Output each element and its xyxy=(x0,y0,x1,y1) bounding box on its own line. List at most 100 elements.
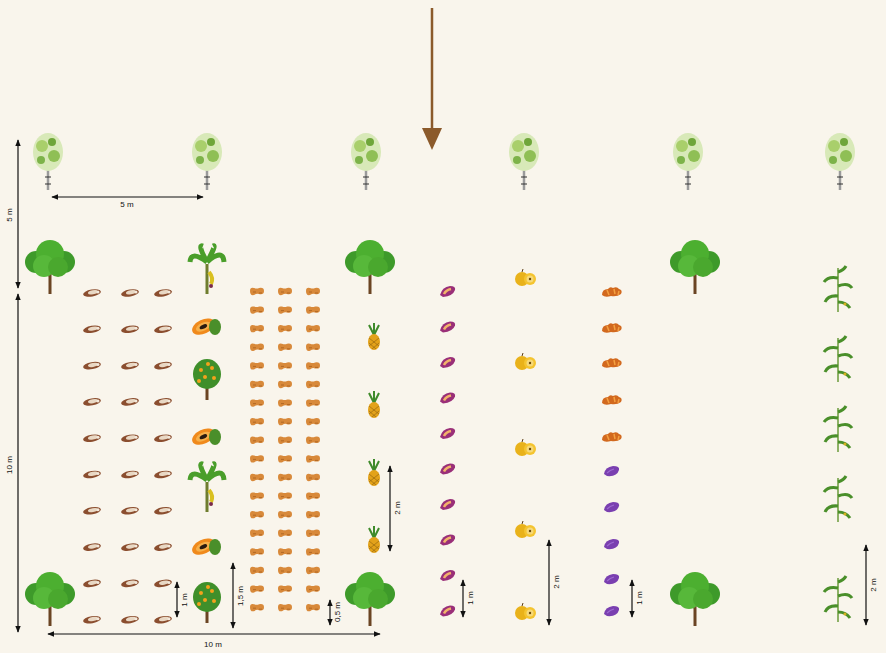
bigtree-icon xyxy=(670,240,720,294)
peanut-icon xyxy=(306,474,320,481)
peanut-icon xyxy=(250,288,264,295)
peanut-icon xyxy=(278,381,292,388)
peanut-icon xyxy=(306,344,320,351)
turmeric-icon xyxy=(602,323,622,333)
peanut-icon xyxy=(306,604,320,611)
pineapple-icon xyxy=(368,323,380,350)
plants xyxy=(25,133,855,626)
peanut-icon xyxy=(278,344,292,351)
purple-icon xyxy=(604,606,619,616)
peanut-icon xyxy=(250,455,264,462)
passion-icon xyxy=(515,439,536,456)
cassava-icon xyxy=(83,578,102,588)
peanut-icon xyxy=(278,492,292,499)
orangetree-icon xyxy=(193,582,221,623)
peanut-icon xyxy=(278,585,292,592)
peanut-icon xyxy=(278,530,292,537)
dimension-label: 2 m xyxy=(552,574,562,589)
papaya-icon xyxy=(190,535,221,558)
birch-icon xyxy=(33,133,63,190)
cassava-icon xyxy=(83,361,102,371)
peanut-icon xyxy=(278,511,292,518)
cassava-icon xyxy=(121,615,140,625)
dimension-lines xyxy=(18,140,866,634)
peanut-icon xyxy=(250,604,264,611)
peanut-icon xyxy=(306,455,320,462)
orangetree-icon xyxy=(193,359,221,400)
peanut-icon xyxy=(306,399,320,406)
birch-icon xyxy=(192,133,222,190)
cassava-icon xyxy=(154,361,173,371)
sweetred-icon xyxy=(440,606,455,617)
peanut-icon xyxy=(278,399,292,406)
peanut-icon xyxy=(278,437,292,444)
dimension-label: 1 m xyxy=(466,590,476,605)
peanut-icon xyxy=(250,511,264,518)
cassava-icon xyxy=(83,615,102,625)
peanut-icon xyxy=(250,585,264,592)
birch-icon xyxy=(509,133,539,190)
sweetred-icon xyxy=(440,428,455,439)
cassava-icon xyxy=(83,542,102,552)
cassava-icon xyxy=(154,469,173,479)
banana-icon xyxy=(190,246,224,294)
peanut-icon xyxy=(306,585,320,592)
bigtree-icon xyxy=(670,572,720,626)
birch-icon xyxy=(351,133,381,190)
sweetred-icon xyxy=(440,535,455,546)
birch-icon xyxy=(825,133,855,190)
cassava-icon xyxy=(121,324,140,334)
passion-icon xyxy=(515,521,536,538)
peanut-icon xyxy=(306,548,320,555)
peanut-icon xyxy=(250,344,264,351)
peanut-icon xyxy=(250,492,264,499)
dimension-label: 0,5 m xyxy=(333,601,343,623)
turmeric-icon xyxy=(602,287,622,297)
cassava-icon xyxy=(121,433,140,443)
stalk-icon xyxy=(824,406,852,452)
turmeric-icon xyxy=(602,432,622,442)
bigtree-icon xyxy=(345,240,395,294)
peanut-icon xyxy=(306,288,320,295)
cassava-icon xyxy=(121,469,140,479)
papaya-icon xyxy=(190,425,221,448)
peanut-icon xyxy=(306,437,320,444)
pineapple-icon xyxy=(368,459,380,486)
dimension-label: 1 m xyxy=(635,590,645,605)
bigtree-icon xyxy=(25,572,75,626)
purple-icon xyxy=(604,502,619,512)
passion-icon xyxy=(515,603,536,620)
cassava-icon xyxy=(154,615,173,625)
dimension-label: 2 m xyxy=(393,500,403,515)
cassava-icon xyxy=(121,542,140,552)
peanut-icon xyxy=(278,288,292,295)
peanut-icon xyxy=(306,362,320,369)
peanut-icon xyxy=(306,511,320,518)
papaya-icon xyxy=(190,315,221,338)
peanut-icon xyxy=(250,530,264,537)
cassava-icon xyxy=(83,288,102,298)
cassava-icon xyxy=(83,433,102,443)
cassava-icon xyxy=(83,469,102,479)
dimension-label: 5 m xyxy=(119,200,134,210)
peanut-icon xyxy=(306,530,320,537)
peanut-icon xyxy=(250,306,264,313)
peanut-icon xyxy=(278,325,292,332)
cassava-icon xyxy=(121,288,140,298)
sweetred-icon xyxy=(440,464,455,475)
sweetred-icon xyxy=(440,393,455,404)
dimension-label: 10 m xyxy=(203,640,223,650)
peanut-icon xyxy=(278,306,292,313)
sweetred-icon xyxy=(440,357,455,368)
cassava-icon xyxy=(83,506,102,516)
peanut-icon xyxy=(250,381,264,388)
purple-icon xyxy=(604,574,619,584)
dimension-label: 2 m xyxy=(869,577,879,592)
peanut-icon xyxy=(278,455,292,462)
purple-icon xyxy=(604,466,619,476)
cassava-icon xyxy=(154,397,173,407)
cassava-icon xyxy=(154,288,173,298)
sweetred-icon xyxy=(440,322,455,333)
passion-icon xyxy=(515,269,536,286)
